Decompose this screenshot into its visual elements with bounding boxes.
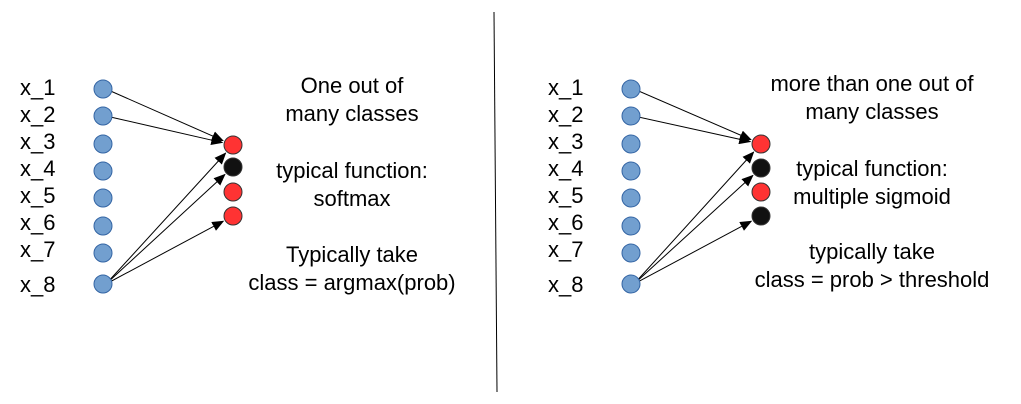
left-input-node [93, 134, 113, 154]
left-nodes [93, 79, 243, 294]
right-edge-arrow [633, 220, 753, 285]
right-input-node [621, 79, 641, 99]
left-heading-line: many classes [285, 101, 419, 126]
left-heading: One out of many classes [262, 72, 442, 128]
right-rule-line: typically take [809, 239, 935, 264]
right-heading: more than one out of many classes [752, 70, 992, 126]
left-input-node [93, 243, 113, 263]
right-edge-arrow [633, 174, 754, 285]
left-input-node [93, 79, 113, 99]
left-function-line: typical function: [276, 158, 428, 183]
right-input-node [621, 134, 641, 154]
left-output-node-black [223, 157, 243, 177]
left-input-label: x_1 [20, 75, 56, 100]
right-input-node [621, 274, 641, 294]
right-edge-arrow [633, 151, 755, 285]
right-input-node [621, 106, 641, 126]
left-edges [105, 88, 227, 285]
panel-divider [493, 11, 498, 393]
right-input-node [621, 188, 641, 208]
left-input-label: x_5 [20, 183, 56, 208]
left-function-line: softmax [313, 186, 391, 211]
left-function-text: typical function: softmax [252, 157, 452, 213]
left-rule-line: Typically take [285, 242, 419, 267]
right-function-line: multiple sigmoid [793, 184, 951, 209]
left-input-label: x_4 [20, 156, 56, 181]
right-input-label: x_3 [548, 129, 584, 154]
right-output-node-black [751, 206, 771, 226]
right-edge-arrow [633, 88, 752, 141]
left-heading-line: One out of [300, 73, 404, 98]
right-rule-line: class = prob > threshold [754, 267, 990, 292]
left-rule-text: Typically take class = argmax(prob) [232, 241, 472, 297]
left-output-node-red [223, 206, 243, 226]
left-input-label: x_3 [20, 129, 56, 154]
right-output-node-black [751, 158, 771, 178]
right-input-label: x_1 [548, 75, 584, 100]
left-input-node [93, 106, 113, 126]
right-input-node [621, 161, 641, 181]
right-input-label: x_7 [548, 237, 584, 262]
right-input-label: x_6 [548, 210, 584, 235]
right-function-text: typical function: multiple sigmoid [772, 155, 972, 211]
left-rule-line: class = argmax(prob) [248, 270, 456, 295]
left-input-node [93, 274, 113, 294]
right-input-label: x_8 [548, 272, 584, 297]
right-input-label: x_2 [548, 102, 584, 127]
right-edges [633, 88, 755, 285]
left-input-label: x_6 [20, 210, 56, 235]
right-input-label: x_4 [548, 156, 584, 181]
left-edge-arrow [105, 88, 224, 142]
right-nodes [621, 79, 771, 294]
right-edge-arrow [633, 115, 752, 145]
left-input-node [93, 161, 113, 181]
left-edge-arrow [105, 115, 224, 145]
right-output-node-red [751, 134, 771, 154]
left-input-label: x_8 [20, 272, 56, 297]
right-rule-text: typically take class = prob > threshold [737, 238, 1007, 294]
right-input-node [621, 243, 641, 263]
left-input-label: x_7 [20, 237, 56, 262]
left-edge-arrow [105, 220, 225, 285]
left-edge-arrow [105, 152, 227, 285]
left-input-node [93, 188, 113, 208]
right-function-line: typical function: [796, 156, 948, 181]
left-edge-arrow [105, 173, 226, 285]
right-input-node [621, 216, 641, 236]
right-output-node-red [751, 182, 771, 202]
right-heading-line: many classes [805, 99, 939, 124]
right-input-label: x_5 [548, 183, 584, 208]
left-input-node [93, 216, 113, 236]
right-heading-line: more than one out of [770, 71, 974, 96]
left-input-label: x_2 [20, 102, 56, 127]
left-output-node-red [223, 135, 243, 155]
left-output-node-red [223, 182, 243, 202]
